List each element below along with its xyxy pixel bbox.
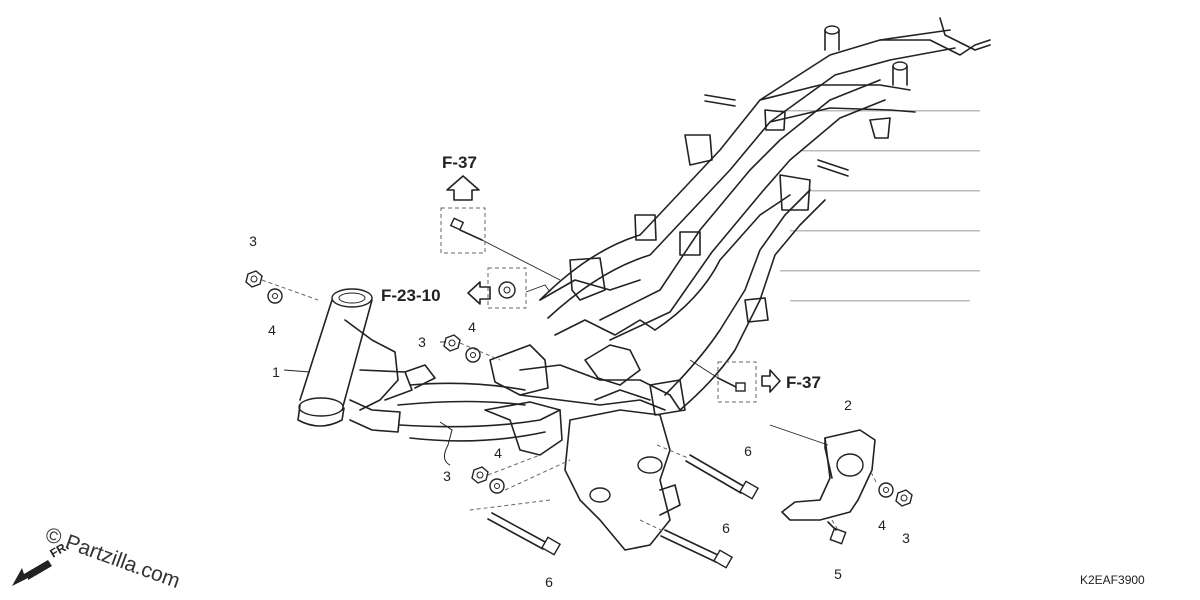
nut-3a xyxy=(245,270,263,288)
ref-arrow-right xyxy=(761,369,781,393)
bracket-2 xyxy=(781,429,876,521)
bolt-5 xyxy=(827,521,847,545)
bolt-right-ref xyxy=(689,359,746,392)
bolt-6c xyxy=(660,529,734,569)
watermark: © Partzilla.com xyxy=(42,523,183,593)
callout-4-mid: 4 xyxy=(468,319,476,335)
washer-4c xyxy=(489,478,505,494)
diagram-code: K2EAF3900 xyxy=(1080,573,1145,587)
callout-5: 5 xyxy=(834,566,842,582)
callout-6-right: 6 xyxy=(744,443,752,459)
nut-3d xyxy=(895,489,913,507)
callout-4-right: 4 xyxy=(878,517,886,533)
leader-lines xyxy=(283,341,829,446)
reference-boxes xyxy=(440,207,757,403)
engine-mount-plate xyxy=(564,389,681,551)
callout-3-low: 3 xyxy=(443,468,451,484)
ref-label-top: F-37 xyxy=(442,153,477,172)
ref-arrow-up xyxy=(446,175,480,201)
callout-3-top: 3 xyxy=(249,233,257,249)
callout-6-left: 6 xyxy=(545,574,553,590)
main-frame xyxy=(297,17,991,551)
callout-6-lower: 6 xyxy=(722,520,730,536)
callout-4-low: 4 xyxy=(494,445,502,461)
callout-4-top: 4 xyxy=(268,322,276,338)
nut-3c xyxy=(471,466,489,484)
bolt-6b xyxy=(487,512,562,556)
washer-4b xyxy=(465,347,481,363)
frame-bosses xyxy=(704,25,908,177)
callout-1: 1 xyxy=(272,364,280,380)
callout-3-right: 3 xyxy=(902,530,910,546)
ref-label-right: F-37 xyxy=(786,373,821,392)
nut-left-ref xyxy=(498,281,551,299)
bolt-6a xyxy=(685,454,760,500)
steering-head-pipe xyxy=(297,288,436,433)
ref-label-left: F-23-10 xyxy=(381,286,441,305)
background-shading xyxy=(780,110,980,302)
guide-lines xyxy=(261,279,877,533)
ref-arrow-left xyxy=(467,281,491,305)
bolt-top-ref xyxy=(449,217,561,281)
nut-3b xyxy=(443,334,461,352)
washer-4d xyxy=(878,482,894,498)
callout-2: 2 xyxy=(844,397,852,413)
washer-4a xyxy=(267,288,283,304)
callout-3-mid: 3 xyxy=(418,334,426,350)
